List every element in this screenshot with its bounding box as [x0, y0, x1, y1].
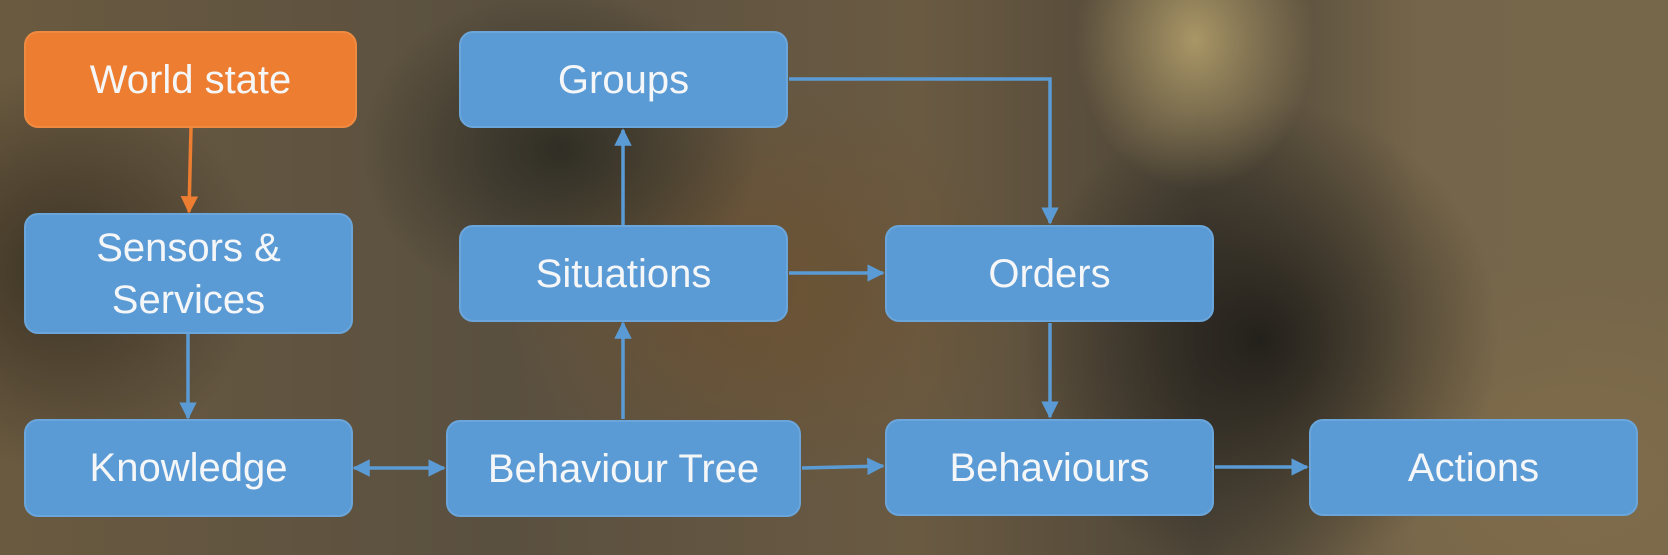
node-behaviours: Behaviours: [885, 419, 1214, 516]
edge-behaviour-tree-to-behaviours: [801, 457, 885, 476]
node-label: Situations: [535, 251, 712, 296]
node-orders: Orders: [885, 225, 1214, 322]
edge-world-state-to-sensors: [180, 127, 199, 214]
node-label: World state: [89, 57, 292, 102]
node-actions: Actions: [1309, 419, 1638, 516]
node-groups: Groups: [459, 31, 788, 128]
node-situations: Situations: [459, 225, 788, 322]
node-label: Behaviours: [949, 445, 1150, 490]
node-behaviour-tree: Behaviour Tree: [446, 420, 801, 517]
node-knowledge: Knowledge: [24, 419, 353, 517]
node-sensors-services: Sensors & Services: [24, 213, 353, 334]
node-label: Actions: [1407, 445, 1540, 490]
node-label: Behaviour Tree: [487, 446, 760, 491]
edge-groups-to-orders: [789, 77, 1059, 225]
node-label-line1: Sensors &: [96, 225, 281, 270]
node-label: Orders: [988, 251, 1111, 296]
node-world-state: World state: [24, 31, 357, 128]
node-label-line2: Services: [111, 277, 266, 322]
node-label: Knowledge: [89, 446, 288, 490]
node-label: Groups: [557, 57, 690, 102]
